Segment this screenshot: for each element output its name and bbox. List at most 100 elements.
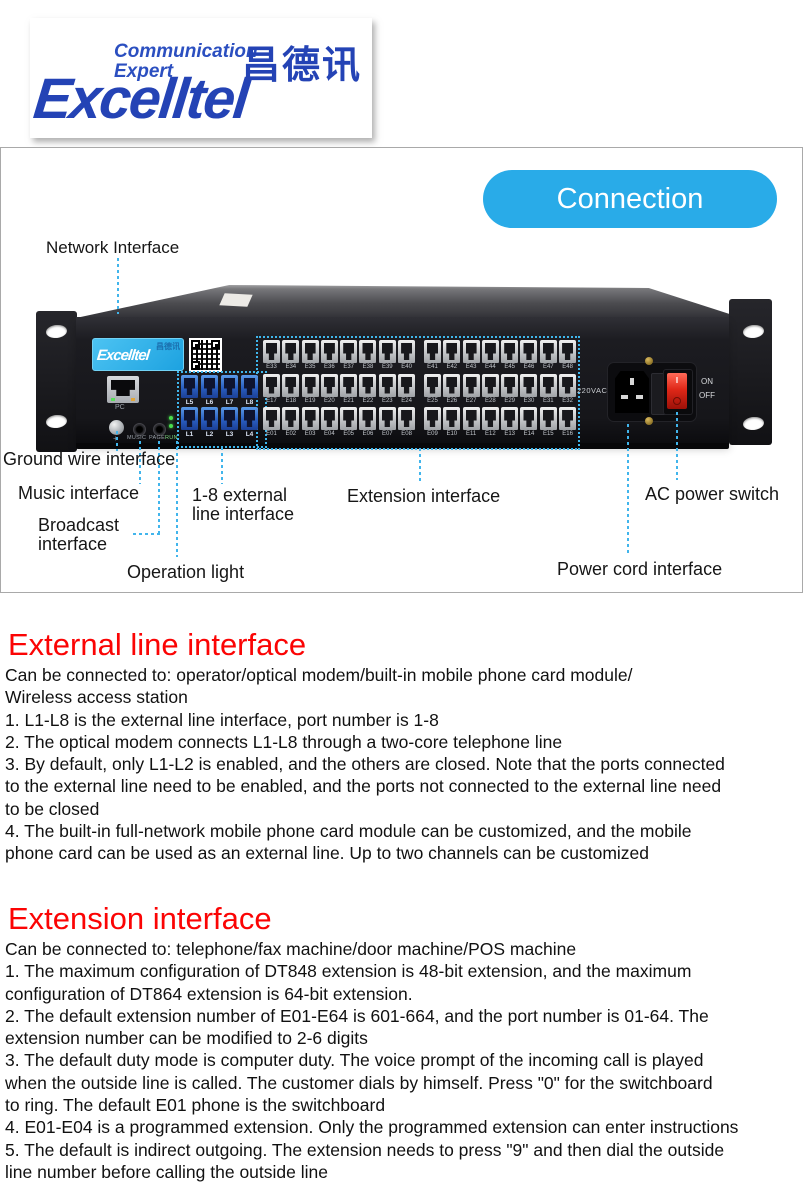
rj-jack: [443, 407, 461, 430]
text-line: phone card can be used as an external li…: [5, 843, 650, 864]
text-line: Can be connected to: operator/optical mo…: [5, 665, 633, 685]
rj-jack: [201, 407, 218, 430]
rj-jack: [340, 373, 358, 397]
leader-line-power-cord: [627, 424, 629, 555]
rack-ear-left: [36, 311, 77, 452]
logo-chinese-text: 昌德讯: [242, 45, 363, 87]
qr-finder: [191, 340, 200, 349]
port-label: E47: [542, 364, 554, 370]
music-jack-label: MUSIC: [127, 435, 147, 441]
port-label: E45: [504, 364, 516, 370]
port-label: E31: [542, 397, 554, 404]
run-led: [169, 424, 173, 428]
text-line: 1. The maximum configuration of DT848 ex…: [5, 961, 692, 982]
rj-jack: [539, 407, 557, 430]
callout-extension-interface: Extension interface: [347, 486, 501, 506]
extension-port: E09: [424, 407, 441, 440]
rj-jack: [201, 375, 218, 398]
rj-jack: [501, 407, 519, 430]
housing-screw: [645, 357, 653, 365]
run-led: [169, 416, 173, 420]
extension-port: E07: [378, 407, 396, 440]
rj-jack: [378, 373, 396, 397]
rj-jack: [221, 375, 238, 398]
extension-port: E36: [320, 340, 338, 373]
text-line: Wireless access station: [5, 687, 188, 708]
text-line: to ring. The default E01 phone is the sw…: [5, 1095, 386, 1116]
port-label: E01: [266, 431, 277, 437]
logo-tagline-line1: Communication: [114, 41, 258, 62]
port-label: E14: [523, 431, 535, 437]
extension-port: E33: [263, 340, 280, 373]
port-label: L2: [205, 431, 214, 438]
brand-logo: Communication Expert 昌德讯 Excelltel: [30, 18, 372, 138]
text-line: 2. The default extension number of E01-E…: [5, 1005, 709, 1026]
port-label: E24: [401, 397, 412, 404]
leader-line-operation-light: [176, 441, 178, 557]
section-body-extension: Can be connected to: telephone/fax machi…: [5, 938, 802, 1183]
rj-jack: [359, 407, 377, 430]
extension-port: E20: [320, 373, 338, 407]
connection-badge: Connection: [483, 170, 777, 228]
port-label: E22: [362, 397, 374, 404]
port-label: E42: [446, 364, 458, 370]
rj-jack: [359, 373, 377, 397]
rj-jack: [301, 407, 319, 430]
port-label: E08: [401, 431, 412, 437]
port-label: E03: [304, 431, 316, 437]
text-line: 1. L1-L8 is the external line interface,…: [5, 709, 439, 730]
leader-line-broadcast: [158, 441, 160, 535]
leader-line-music: [139, 441, 141, 484]
extension-port: E19: [301, 373, 319, 407]
rack-ear-hole: [45, 413, 68, 430]
port-label: E17: [266, 397, 277, 404]
extension-port: E47: [539, 340, 557, 373]
rj-jack: [359, 340, 377, 363]
rj-jack: [520, 373, 538, 397]
switch-on-mark: I: [675, 376, 679, 385]
rj-jack: [263, 407, 280, 430]
port-label: E20: [324, 397, 335, 404]
sticker-chinese-text: 昌德讯: [156, 342, 180, 351]
link-led-green: [111, 398, 115, 401]
port-label: E43: [465, 364, 477, 370]
logo-tagline: Communication Expert: [114, 42, 258, 82]
sticker-brand-text: Excelltel: [96, 347, 150, 364]
extension-port: E40: [398, 340, 416, 373]
port-label: L5: [185, 399, 194, 406]
rj-jack: [398, 373, 416, 397]
rack-ear-right: [729, 299, 772, 445]
switch-off-mark: [673, 397, 681, 405]
extension-port: E41: [424, 340, 441, 373]
extension-port: E11: [462, 407, 480, 440]
rj-jack: [559, 407, 577, 430]
rj-jack: [501, 373, 519, 397]
port-label: E21: [343, 397, 355, 404]
external-line-port: L7: [221, 375, 238, 407]
port-label: E33: [266, 364, 277, 370]
qr-finder: [211, 340, 220, 349]
port-label: E39: [381, 364, 393, 370]
rj-jack: [481, 407, 499, 430]
text-line: 3. The default duty mode is computer dut…: [5, 1050, 704, 1071]
port-label: E09: [427, 431, 438, 437]
text-line: configuration of DT864 extension is 64-b…: [5, 983, 413, 1004]
port-label: E19: [304, 397, 316, 404]
section-title-external-line: External line interface: [8, 627, 307, 662]
rj-jack: [263, 340, 280, 363]
port-label: L6: [205, 399, 214, 406]
socket-pin: [621, 395, 628, 399]
port-label: E15: [542, 431, 554, 437]
device-top-sticker: [219, 293, 253, 307]
rj-jack: [443, 340, 461, 363]
rj-jack: [424, 373, 441, 397]
extension-port: E04: [320, 407, 338, 440]
port-label: E34: [285, 364, 297, 370]
rj-jack: [378, 407, 396, 430]
music-jack: [133, 423, 146, 436]
housing-screw: [645, 417, 653, 425]
